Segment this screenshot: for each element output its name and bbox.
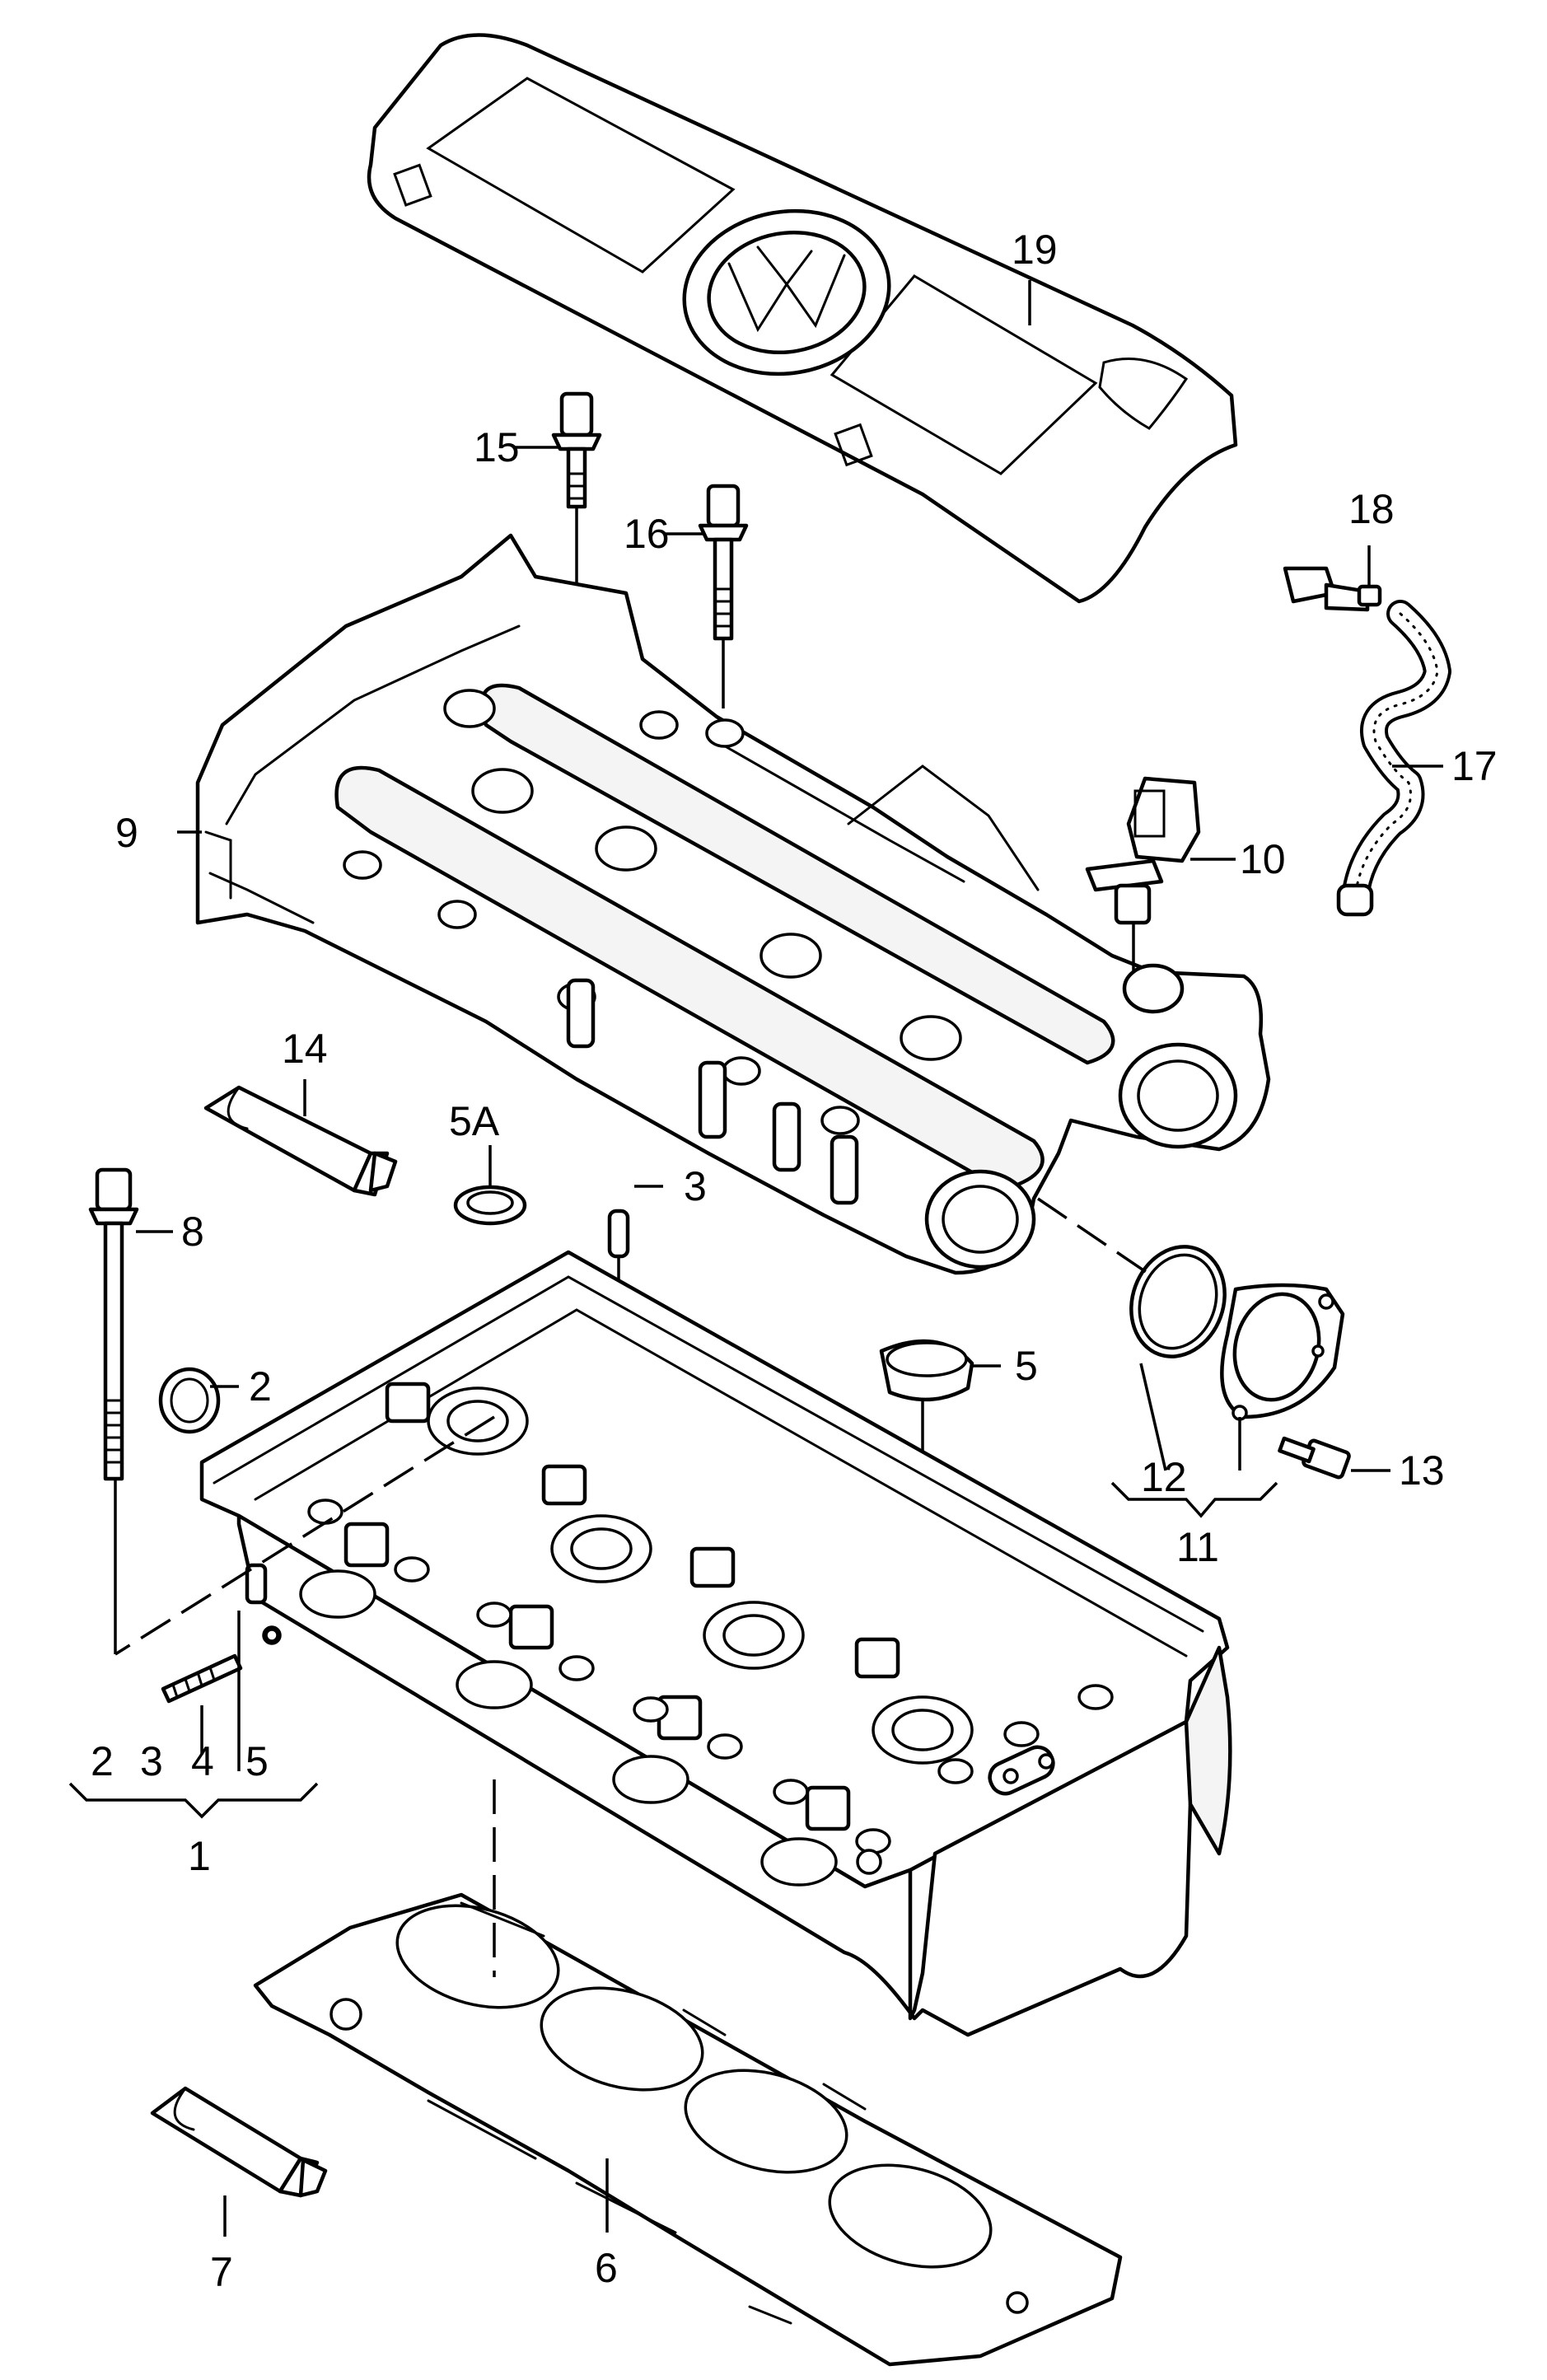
stud-4 <box>161 1653 243 1704</box>
bolt-16 <box>698 484 749 641</box>
callout-18: 18 <box>1348 486 1395 532</box>
bolt-13 <box>1278 1436 1351 1480</box>
plug-2 <box>158 1367 221 1434</box>
callout-9: 9 <box>115 810 138 856</box>
callout-10: 10 <box>1240 836 1286 882</box>
callout-6: 6 <box>595 2245 618 2291</box>
sealant-tube-7 <box>150 2086 328 2198</box>
cylinder-head <box>199 1250 1232 2037</box>
callout-17: 17 <box>1451 743 1498 789</box>
cover-11 <box>1220 1283 1345 1421</box>
callout-7: 7 <box>210 2249 233 2295</box>
pin-3 <box>607 1209 630 1259</box>
camshaft-housing <box>195 533 1271 1275</box>
callout-8: 8 <box>181 1209 204 1255</box>
callout-group1-5: 5 <box>245 1738 269 1784</box>
ring-5a <box>453 1185 527 1226</box>
callout-group1-3: 3 <box>140 1738 163 1784</box>
callout-11: 11 <box>1176 1524 1219 1570</box>
seal-5 <box>879 1339 974 1402</box>
callout-1: 1 <box>188 1833 211 1879</box>
callout-12: 12 <box>1141 1454 1187 1500</box>
callout-19: 19 <box>1012 227 1058 273</box>
callout-5: 5 <box>1015 1343 1038 1389</box>
callout-14: 14 <box>282 1026 328 1072</box>
callout-5a: 5A <box>449 1098 500 1144</box>
sealant-tube-14 <box>203 1085 398 1197</box>
callout-group1-2: 2 <box>91 1738 114 1784</box>
head-gasket-6 <box>253 1892 1123 2367</box>
callout-2: 2 <box>249 1363 272 1410</box>
bolt-8 <box>88 1167 139 1481</box>
hose-17 <box>1336 600 1451 917</box>
callout-group1-4: 4 <box>191 1738 214 1784</box>
connector-18 <box>1283 566 1382 612</box>
callout-13: 13 <box>1399 1447 1445 1494</box>
callout-15: 15 <box>474 424 520 470</box>
callout-16: 16 <box>624 511 670 557</box>
vw-logo-icon <box>682 208 891 376</box>
callout-3: 3 <box>684 1163 707 1209</box>
sensor-10 <box>1085 776 1201 925</box>
o-ring-12 <box>1129 1245 1227 1358</box>
bolt-15 <box>551 391 602 509</box>
